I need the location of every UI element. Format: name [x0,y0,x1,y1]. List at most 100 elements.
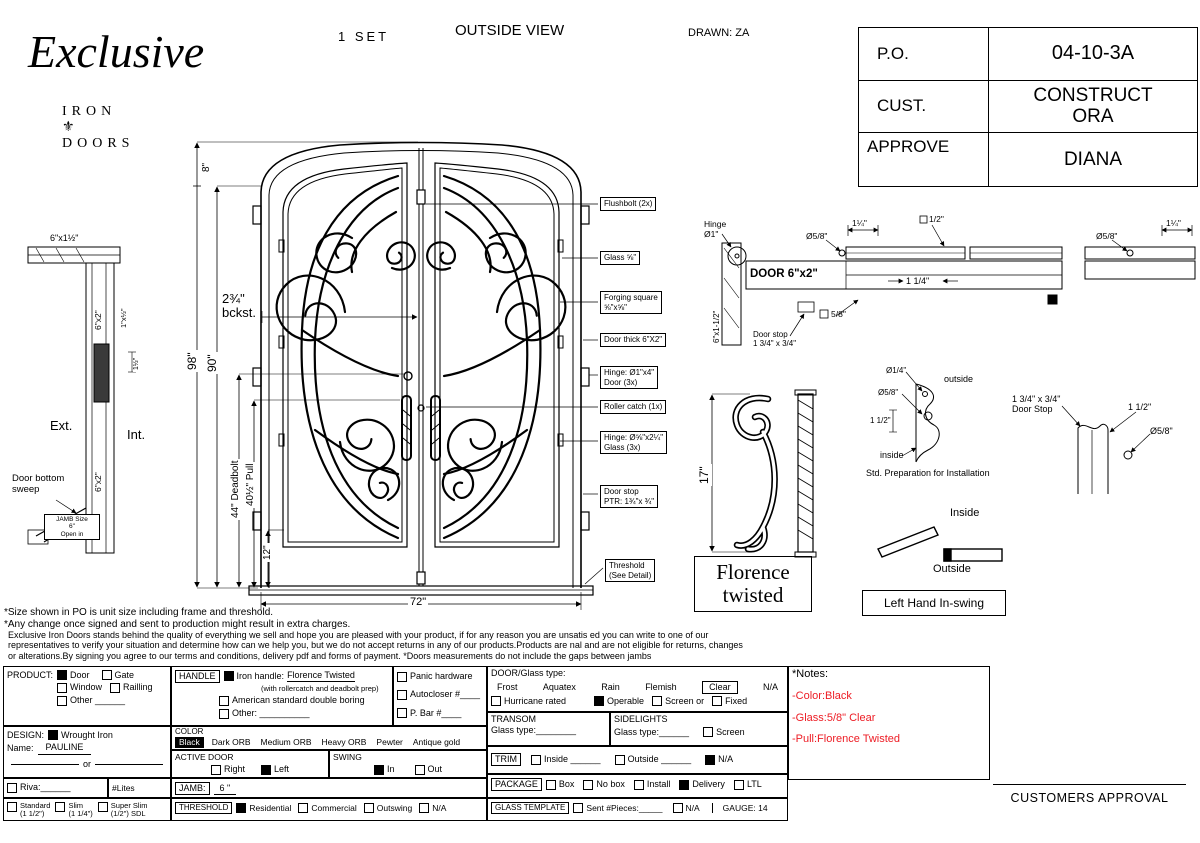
checkbox-fixed[interactable] [712,696,723,707]
stop-dia-58: Ø5/8" [1150,426,1173,436]
po-table: P.O. 04-10-3A CUST. CONSTRUCTORA APPROVE… [858,27,1198,187]
checkbox-door[interactable] [57,670,68,681]
swing-inside: Inside [950,507,980,519]
ltl-label: LTL [746,779,762,789]
dim-8: 8" [201,160,213,174]
checkbox-box[interactable] [545,779,556,790]
checkbox-hurricane[interactable] [491,696,501,707]
transom-glass-type[interactable]: Glass type:________ [491,725,577,736]
cust-value: CONSTRUCTORA [989,81,1197,134]
option-gate: Gate [114,669,135,680]
glass-aquatex[interactable]: Aquatex [542,681,576,692]
color-heavy-orb[interactable]: Heavy ORB [321,737,367,747]
checkbox-sidelight-screen[interactable] [703,727,714,738]
checkbox-other-product[interactable] [57,695,67,706]
color-antique-gold[interactable]: Antique gold [412,737,461,747]
prep-outside: outside [944,374,974,384]
glass-clear-selected[interactable]: Clear [702,680,738,694]
checkbox-commercial[interactable] [298,803,309,813]
checkbox-panic[interactable] [397,671,407,682]
stop-title: 1 3/4" x 3/4" Door Stop [1012,394,1061,415]
color-pewter[interactable]: Pewter [376,737,403,747]
checkbox-threshold-na[interactable] [419,803,430,813]
checkbox-no-box[interactable] [583,779,594,790]
checkbox-slim[interactable] [55,801,66,812]
note-pull: -Pull:Florence Twisted [792,733,901,746]
checkbox-install[interactable] [633,779,644,790]
checkbox-pbar[interactable] [397,708,407,719]
customers-approval[interactable]: CUSTOMERS APPROVAL [993,784,1186,805]
sdl-section: Standard (1 1/2") Slim (1 1/4") Super Sl… [3,798,171,821]
sidelights-glass-type[interactable]: Glass type:______ [614,726,690,737]
checkbox-standard[interactable] [7,801,17,812]
trim-na-label: N/A [718,754,734,764]
cust-value-text: CONSTRUCTORA [1033,84,1153,128]
jamb-value[interactable]: 6 " [213,783,237,795]
checkbox-residential[interactable] [236,803,247,813]
checkbox-gate[interactable] [101,670,112,681]
set-count: 1 SET [338,29,390,44]
checkbox-trim-outside[interactable] [614,754,625,765]
prep-inside: inside [880,450,904,460]
view-title: OUTSIDE VIEW [455,22,565,39]
checkbox-left[interactable] [261,764,271,775]
color-black-selected[interactable]: Black [175,737,204,748]
glass-rain[interactable]: Rain [601,681,620,692]
trim-section: TRIM Inside ______ Outside ______ N/A [487,746,788,774]
checkbox-wrought-iron[interactable] [48,730,59,741]
checkbox-screen-or[interactable] [652,696,663,707]
color-medium-orb[interactable]: Medium ORB [260,737,312,747]
delivery-label: Delivery [692,779,725,789]
checkbox-operable[interactable] [594,696,605,707]
checkbox-right[interactable] [210,764,221,775]
callout-forging-square: Forging square ⅝"x⅝" [600,291,662,315]
dia-58-left: Ø5/8" [806,231,828,241]
note-color: -Color:Black [792,689,852,702]
checkbox-trim-inside[interactable] [531,754,541,765]
commercial-label: Commercial [311,802,357,813]
disclaimer-line4: representatives to verify your situation… [8,640,743,651]
callout-glass: Glass ⅝" [600,251,641,265]
checkbox-iron-handle[interactable] [223,671,234,682]
logo-exclusive: Exclusive [28,26,205,77]
residential-label: Residential [249,802,292,813]
checkbox-autocloser[interactable] [397,689,407,700]
callout-hinge-door: Hinge: Ø1"x4" Door (3x) [600,366,659,390]
checkbox-handle-other[interactable] [219,708,229,719]
checkbox-super-slim[interactable] [97,801,108,812]
checkbox-in[interactable] [373,764,384,775]
design-label: DESIGN: [7,729,45,740]
disclaimer-line2: *Any change once signed and sent to prod… [4,618,351,630]
checkbox-railling[interactable] [110,682,121,693]
glass-template-section: GLASS TEMPLATE Sent #Pieces:_____ N/A GA… [487,798,788,821]
glass-flemish[interactable]: Flemish [645,681,677,692]
active-door-label: ACTIVE DOOR [175,752,234,762]
operable-label: Operable [607,695,645,706]
dim-114-left: 1¼" [852,218,867,228]
sdl-standard-label: Standard (1 1/2") [20,800,51,818]
checkbox-delivery[interactable] [679,779,690,790]
po-value: 04-10-3A [989,28,1197,81]
checkbox-sent-pieces[interactable] [573,803,584,813]
threshold-label: THRESHOLD [175,802,233,814]
iron-handle-value: Florence Twisted [287,670,355,683]
glass-na[interactable]: N/A [762,681,778,692]
checkbox-window[interactable] [57,682,67,693]
dia-58-right: Ø5/8" [1096,231,1118,241]
logo-iron-text: IRON [62,104,117,120]
checkbox-american-boring[interactable] [219,695,229,706]
checkbox-riva[interactable] [7,782,17,793]
dim-72: 72" [408,596,429,609]
callout-threshold: Threshold (See Detail) [605,559,656,583]
checkbox-trim-na[interactable] [705,754,716,765]
handle-name-line1: Florence [716,559,790,584]
checkbox-ltl[interactable] [733,779,744,790]
checkbox-out[interactable] [414,764,425,775]
color-dark-orb[interactable]: Dark ORB [211,737,251,747]
disclaimer-line5: or alterations.By signing you agree to o… [8,650,652,661]
glass-frost[interactable]: Frost [497,681,518,692]
checkbox-template-na[interactable] [672,803,683,813]
checkbox-outswing[interactable] [363,803,374,813]
design-name-value[interactable]: PAULINE [37,742,92,755]
handle-label: HANDLE [175,669,220,683]
